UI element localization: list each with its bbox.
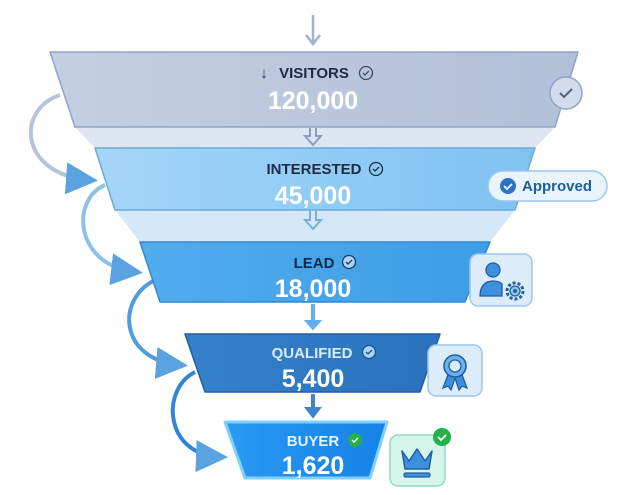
down-arrow-icon [302,211,324,231]
stage-label: QUALIFIED [272,345,353,362]
stage-value: 5,400 [282,365,345,393]
down-arrow-icon [305,15,321,47]
curved-arrow-icon [170,370,228,473]
stage-value: 45,000 [275,182,351,210]
check-circle-icon [500,178,516,194]
check-circle-icon [341,254,357,270]
flow-arrows [28,93,228,473]
down-arrow-icon [303,407,323,419]
stage-interested [94,147,536,211]
curved-arrow-icon [81,183,143,286]
funnel-connector [75,127,555,148]
stage-buyer [223,420,389,480]
down-arrow-icon [303,320,323,331]
award-badge [427,344,483,397]
check-badge [549,76,583,110]
approved-label: Approved [522,178,592,195]
crown-icon [401,448,433,478]
curved-arrow-icon [28,93,98,195]
user-gear-icon [479,262,525,301]
stage-lead [139,241,491,303]
check-circle-icon [433,428,451,446]
stage-label: VISITORS [279,65,349,82]
check-circle-icon [361,344,377,360]
check-icon [559,88,573,99]
stage-down-arrows [302,128,324,419]
visitors-arrow-icon: ↓ [260,65,268,82]
check-circle-icon [358,65,374,81]
check-circle-icon [368,161,384,177]
stage-label: INTERESTED [266,161,361,178]
user-settings-badge [469,253,533,307]
stage-value: 18,000 [275,275,351,303]
approved-badge: Approved [487,170,608,202]
stage-label: BUYER [287,433,340,450]
stage-value: 1,620 [282,452,345,480]
stage-visitors [49,51,579,128]
down-arrow-icon [302,128,324,147]
stage-value: 120,000 [268,87,358,115]
crown-badge [389,428,451,487]
ribbon-award-icon [441,354,469,392]
stage-label: LEAD [294,255,335,272]
stage-qualified [184,333,441,393]
curved-arrow-icon [127,278,188,379]
